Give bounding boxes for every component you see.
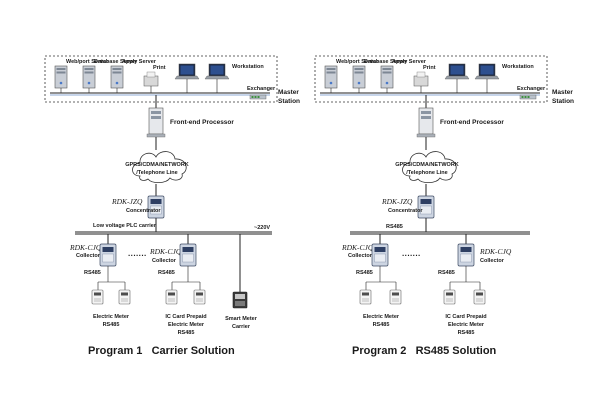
collector-1-label: Collector <box>348 253 373 259</box>
apply-server-label: Apply Server <box>122 59 157 65</box>
collector-1-port: RS485 <box>356 270 373 276</box>
meter-group-1-label: Electric Meter <box>93 314 130 320</box>
collector-2-label: Collector <box>480 258 505 264</box>
network-label-line2: /Telephone Line <box>136 170 177 176</box>
front-end-processor-icon <box>416 107 436 138</box>
panel-program-2: Web/port Server Database Server Apply Se… <box>314 55 574 357</box>
exchanger-label: Exchanger <box>247 86 276 92</box>
master-station-label-line2: Station <box>552 98 574 105</box>
printer-icon <box>413 71 429 87</box>
front-end-processor-label: Front-end Processor <box>440 119 504 126</box>
meter-group-3-label: Smart Meter <box>225 316 258 322</box>
web-server-label: Web/port Server <box>336 59 379 65</box>
electric-meter-icon <box>389 289 402 305</box>
program-1-title: Program 1 Carrier Solution <box>88 345 235 357</box>
front-end-processor-label: Front-end Processor <box>170 119 234 126</box>
database-server-label: Database Server <box>364 59 408 65</box>
meter-group-2-label: IC Card Prepaid <box>445 314 486 320</box>
collector-2-icon <box>179 243 197 267</box>
web-server-icon <box>54 65 68 89</box>
collector-2-port: RS485 <box>158 270 175 276</box>
collector-2-label: Collector <box>152 258 177 264</box>
ic-card-meter-icon <box>443 289 456 305</box>
meter-group-1-port: RS485 <box>103 322 120 328</box>
database-server-label: Database Server <box>94 59 138 65</box>
concentrator-model-label: RDK-JZQ <box>381 197 413 206</box>
meter-group-1-label: Electric Meter <box>363 314 400 320</box>
collector-1-label: Collector <box>76 253 101 259</box>
web-server-icon <box>324 65 338 89</box>
workstation-laptop-icon <box>174 63 200 80</box>
workstation-laptop-icon <box>444 63 470 80</box>
smart-meter-icon <box>232 291 248 309</box>
bus-label: RS485 <box>386 224 403 230</box>
collector-1-model: RDK-CJQ <box>341 243 374 252</box>
apply-server-icon <box>380 65 394 89</box>
master-station-frame <box>314 55 548 103</box>
collector-1-icon <box>371 243 389 267</box>
database-server-icon <box>82 65 96 89</box>
ic-card-meter-icon <box>165 289 178 305</box>
collector-ellipsis: ······· <box>128 251 147 260</box>
database-server-icon <box>352 65 366 89</box>
workstation-laptop-icon <box>204 63 230 80</box>
master-station-frame <box>44 55 278 103</box>
master-station-label: Master <box>278 89 299 96</box>
meter-group-2-label-line2: Electric Meter <box>168 322 205 328</box>
meter-group-1-port: RS485 <box>373 322 390 328</box>
ic-card-meter-icon <box>193 289 206 305</box>
concentrator-label: Concentrator <box>126 208 161 214</box>
network-label-line2: /Telephone Line <box>406 170 447 176</box>
collector-1-icon <box>99 243 117 267</box>
concentrator-icon <box>147 195 165 219</box>
web-server-label: Web/port Server <box>66 59 109 65</box>
meter-group-2-port: RS485 <box>458 330 475 336</box>
concentrator-icon <box>417 195 435 219</box>
meter-group-3-port: Carrier <box>232 324 251 330</box>
electric-meter-icon <box>91 289 104 305</box>
meter-group-2-port: RS485 <box>178 330 195 336</box>
master-station-label-line2: Station <box>278 98 300 105</box>
workstation-laptop-icon <box>474 63 500 80</box>
collector-2-model: RDK-CJQ <box>149 247 182 256</box>
collector-1-port: RS485 <box>84 270 101 276</box>
panel-program-1: Web/port Server Database Server Apply Se… <box>44 55 300 357</box>
bus-label: Low voltage PLC carrier <box>93 223 157 229</box>
exchanger-label: Exchanger <box>517 86 546 92</box>
apply-server-icon <box>110 65 124 89</box>
exchanger-switch-icon <box>249 94 267 100</box>
network-label: GPRS/CDMA/NETWORK <box>125 162 189 168</box>
collector-2-icon <box>457 243 475 267</box>
electric-meter-icon <box>118 289 131 305</box>
workstation-label: Workstation <box>232 64 264 70</box>
ic-card-meter-icon <box>473 289 486 305</box>
collector-1-model: RDK-CJQ <box>69 243 102 252</box>
meter-group-2-label: IC Card Prepaid <box>165 314 206 320</box>
workstation-label: Workstation <box>502 64 534 70</box>
collector-2-model: RDK-CJQ <box>479 247 512 256</box>
front-end-processor-icon <box>146 107 166 138</box>
electric-meter-icon <box>359 289 372 305</box>
concentrator-label: Concentrator <box>388 208 423 214</box>
apply-server-label: Apply Server <box>392 59 427 65</box>
network-label: GPRS/CDMA/NETWORK <box>395 162 459 168</box>
program-2-title: Program 2 RS485 Solution <box>352 345 497 357</box>
print-label: Print <box>153 65 166 71</box>
bus-voltage-label: ~220V <box>254 225 270 231</box>
master-station-label: Master <box>552 89 573 96</box>
collector-2-port: RS485 <box>438 270 455 276</box>
print-label: Print <box>423 65 436 71</box>
meter-group-2-label-line2: Electric Meter <box>448 322 485 328</box>
printer-icon <box>143 71 159 87</box>
exchanger-switch-icon <box>519 94 537 100</box>
concentrator-model-label: RDK-JZQ <box>111 197 143 206</box>
collector-ellipsis: ······· <box>402 251 421 260</box>
